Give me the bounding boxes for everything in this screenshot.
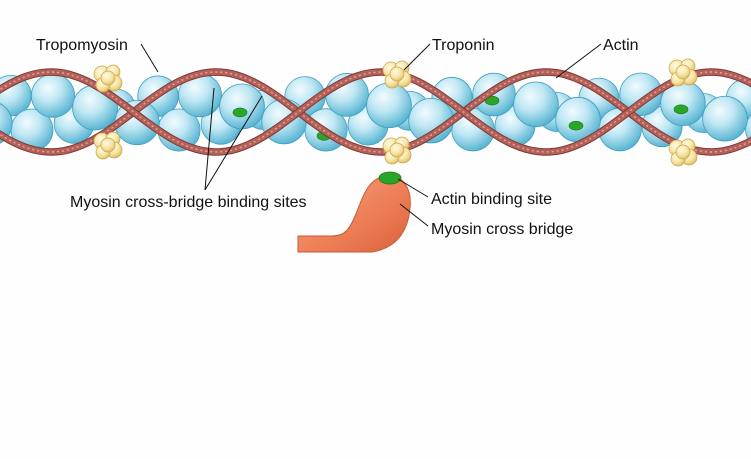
tropomyosin-texture [0,71,751,153]
label-troponin: Troponin [432,37,495,54]
actin-monomer [513,81,559,128]
label-myosin-cross-bridge: Myosin cross bridge [431,221,573,238]
label-actin-binding-site: Actin binding site [431,191,552,208]
actin-monomer [30,73,76,118]
leader-lines [140,43,602,227]
tropomyosin-strands [0,68,751,156]
actin-monomer [219,83,265,130]
troponin-complex [93,131,123,160]
troponin-complex [382,136,412,165]
actin-monomer [366,82,412,129]
label-myosin-binding-sites: Myosin cross-bridge binding sites [70,194,307,211]
troponin-complex [668,58,698,87]
actin-filament [0,72,751,152]
troponin-complexes [93,58,698,167]
label-tropomyosin: Tropomyosin [36,37,128,54]
actin-monomer [702,95,748,142]
myosin-binding-site [232,107,248,118]
actin-binding-site-marker [378,171,402,185]
tropomyosin-texture [0,71,751,153]
myosin-binding-site [568,120,584,131]
label-actin: Actin [603,37,639,54]
troponin-complex [668,138,698,167]
myosin-cross-bridge [297,171,411,253]
myosin-binding-site [673,104,689,115]
troponin-complex [93,64,123,93]
troponin-complex [382,60,412,89]
actin-monomer [660,80,706,127]
